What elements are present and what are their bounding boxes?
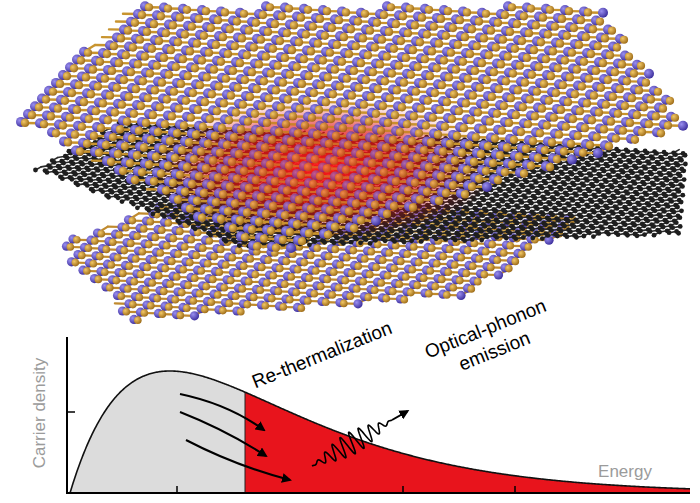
figure: Re-thermalizationOptical-phonon emission… [0,0,700,503]
